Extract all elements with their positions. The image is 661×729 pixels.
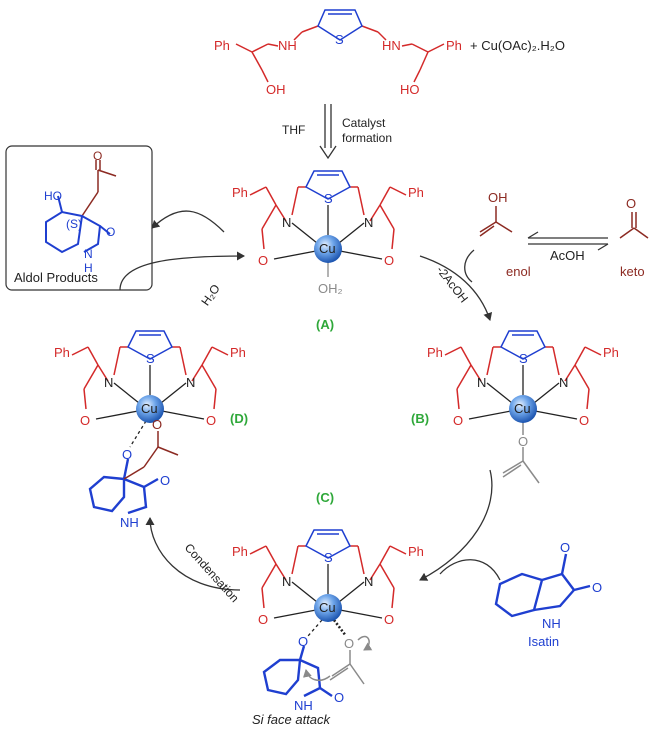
isatin-o1: O: [560, 540, 570, 555]
a-water: OH₂: [318, 281, 343, 296]
d-label: (D): [230, 411, 248, 426]
c-o-enolate: O: [344, 636, 354, 651]
product-title: Aldol Products: [14, 270, 98, 285]
product-ketone-o: O: [93, 149, 102, 163]
complex-a: Ph Ph S N N O O Cu OH₂ (A): [232, 170, 424, 332]
a-label: (A): [316, 317, 334, 332]
catalyst-formation-arrow: THF Catalyst formation: [282, 104, 392, 160]
c-caption: Si face attack: [252, 712, 332, 727]
b-o-enolate: O: [518, 434, 528, 449]
complex-c: Ph Ph S N N O O Cu O O NH O (C) Si face …: [232, 490, 424, 727]
b-ph-left: Ph: [427, 345, 443, 360]
b-n-right: N: [559, 375, 568, 390]
isatin-nh: NH: [542, 616, 561, 631]
keto-enol-equilibrium: OH O enol keto AcOH: [479, 190, 649, 279]
formation-label-2: formation: [342, 131, 392, 145]
step-water: H₂O: [198, 282, 222, 309]
c-o-isatin: O: [298, 634, 308, 649]
tautomer-catalyst: AcOH: [550, 248, 585, 263]
free-ligand: Ph NH S HN Ph OH HO + Cu(OAc)₂.H₂O: [214, 9, 565, 97]
d-ph-left: Ph: [54, 345, 70, 360]
product-carbonyl-o: O: [106, 225, 115, 239]
copper-center-b: [509, 395, 537, 423]
product-ho: HO: [44, 189, 62, 203]
isatin-o2: O: [592, 580, 602, 595]
copper-center-c: [314, 594, 342, 622]
c-ph-right: Ph: [408, 544, 424, 559]
ligand-s: S: [335, 32, 344, 47]
b-cu: Cu: [514, 401, 531, 416]
b-o-right: O: [579, 413, 589, 428]
ligand-oh-right: HO: [400, 82, 420, 97]
c-nh: NH: [294, 698, 313, 713]
isatin: O O NH Isatin: [494, 540, 602, 649]
c-cu: Cu: [319, 600, 336, 615]
keto-o: O: [626, 196, 636, 211]
d-o-right: O: [206, 413, 216, 428]
c-n-left: N: [282, 574, 291, 589]
d-n-right: N: [186, 375, 195, 390]
copper-center-d: [136, 395, 164, 423]
product-h: H: [84, 261, 93, 275]
a-ph-left: Ph: [232, 185, 248, 200]
keto-label: keto: [620, 264, 645, 279]
formation-label-1: Catalyst: [342, 116, 386, 130]
c-s: S: [324, 550, 333, 565]
c-carbonyl-o: O: [334, 690, 344, 705]
copper-acetate-reagent: + Cu(OAc)₂.H₂O: [470, 38, 565, 53]
d-ph-right: Ph: [230, 345, 246, 360]
d-o-alkoxide: O: [122, 447, 132, 462]
a-n-right: N: [364, 215, 373, 230]
product-n: N: [84, 247, 93, 261]
enol-oh: OH: [488, 190, 508, 205]
d-carbonyl-o: O: [160, 473, 170, 488]
c-ph-left: Ph: [232, 544, 248, 559]
b-n-left: N: [477, 375, 486, 390]
a-o-left: O: [258, 253, 268, 268]
c-n-right: N: [364, 574, 373, 589]
complex-d: Ph Ph S N N O O Cu O O NH O (D): [54, 330, 248, 530]
a-cu: Cu: [319, 241, 336, 256]
c-o-left: O: [258, 612, 268, 627]
a-s: S: [324, 191, 333, 206]
a-o-right: O: [384, 253, 394, 268]
d-o-ketone: O: [152, 417, 162, 432]
b-s: S: [519, 351, 528, 366]
aldol-product-box: HO (S) O N H O Aldol Products: [5, 145, 153, 291]
enol-label: enol: [506, 264, 531, 279]
d-n-left: N: [104, 375, 113, 390]
cycle-arrows: [119, 210, 501, 591]
a-n-left: N: [282, 215, 291, 230]
ligand-ph-left: Ph: [214, 38, 230, 53]
isatin-label: Isatin: [528, 634, 559, 649]
ligand-nh-right: HN: [382, 38, 401, 53]
ligand-oh-left: OH: [266, 82, 286, 97]
formation-solvent: THF: [282, 123, 305, 137]
d-o-left: O: [80, 413, 90, 428]
d-s: S: [146, 351, 155, 366]
a-ph-right: Ph: [408, 185, 424, 200]
b-label: (B): [411, 411, 429, 426]
ligand-nh-left: NH: [278, 38, 297, 53]
b-o-left: O: [453, 413, 463, 428]
d-cu: Cu: [141, 401, 158, 416]
d-nh: NH: [120, 515, 139, 530]
c-o-right: O: [384, 612, 394, 627]
copper-center-a: [314, 235, 342, 263]
complex-b: Ph Ph S N N O O Cu O (B): [411, 330, 619, 484]
c-label: (C): [316, 490, 334, 505]
b-ph-right: Ph: [603, 345, 619, 360]
product-stereo: (S): [66, 217, 82, 231]
ligand-ph-right: Ph: [446, 38, 462, 53]
